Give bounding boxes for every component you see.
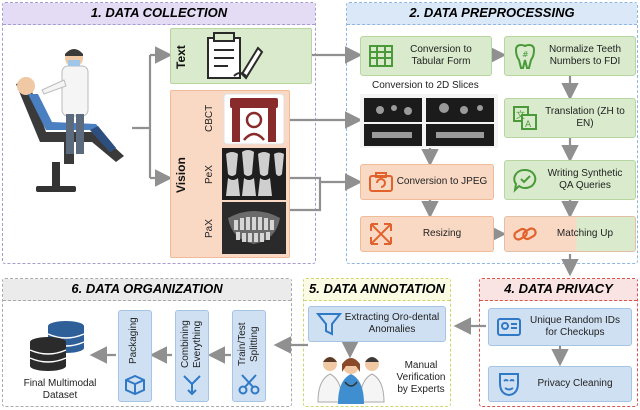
data-privacy-panel [479,278,638,407]
unique-ids-label: Unique Random IDs for Checkups [529,315,621,338]
link-icon [513,227,537,241]
data-preprocessing-panel [346,2,638,264]
slices-label: Conversion to 2D Slices [372,80,479,91]
package-box-icon [125,374,145,396]
data-organization-title: 6. DATA ORGANIZATION [3,279,291,301]
cbct-label: CBCT [204,104,215,132]
chat-icon [513,168,537,193]
packaging-label: Packaging [128,317,139,365]
jpeg-conversion-label: Conversion to JPEG [396,176,488,187]
normalize-fdi-step: # Normalize Teeth Numbers to FDI [504,36,636,76]
data-annotation-title: 5. DATA ANNOTATION [304,279,450,301]
synthetic-qa-step: Writing Synthetic QA Queries [504,160,636,200]
filter-icon [315,313,343,336]
svg-text:A: A [525,120,532,130]
extract-anomalies-label: Extracting Oro-dental Anomalies [344,312,440,335]
data-collection-panel [2,2,316,264]
extract-anomalies-step: Extracting Oro-dental Anomalies [308,306,446,342]
scissors-icon [238,374,260,395]
ct-slices-image [360,94,498,148]
matching-up-label: Matching Up [556,228,614,239]
resize-arrows-icon [370,223,392,245]
tooth-hash-icon: # [514,43,536,69]
normalize-fdi-label: Normalize Teeth Numbers to FDI [548,44,622,67]
pex-label: PeX [204,165,215,185]
translate-icon: 文 A [513,106,537,130]
mask-icon [499,373,519,397]
pax-xray-image [222,202,286,254]
matching-up-step: Matching Up [504,216,636,252]
text-label: Text [174,45,188,69]
combine-arrows-icon [183,375,201,396]
privacy-cleaning-label: Privacy Cleaning [537,378,613,389]
id-card-icon [497,318,521,336]
privacy-cleaning-step: Privacy Cleaning [488,366,632,402]
pex-xray-image [222,148,286,200]
unique-ids-step: Unique Random IDs for Checkups [488,308,632,346]
resizing-step: Resizing [360,216,494,252]
final-dataset-label: Final Multimodal Dataset [23,378,97,401]
tabular-form-label: Conversion to Tabular Form [410,44,472,67]
data-preprocessing-title: 2. DATA PREPROCESSING [347,3,637,25]
jpeg-conversion-step: Conversion to JPEG [360,164,494,200]
resizing-label: Resizing [422,228,462,239]
svg-text:#: # [522,50,529,59]
data-annotation-panel [303,278,451,407]
manual-verification-label: Manual Verification by Experts [396,360,446,395]
synthetic-qa-label: Writing Synthetic QA Queries [547,168,623,191]
train-test-split-step [232,310,266,402]
tabular-form-step: Conversion to Tabular Form [360,36,492,76]
translation-label: Translation (ZH to EN) [545,106,625,129]
data-collection-title: 1. DATA COLLECTION [3,3,315,25]
table-icon [369,45,393,67]
train-test-split-label: Train/Test Splitting [237,322,260,366]
document-pen-icon [207,32,264,80]
data-organization-panel [2,278,292,407]
experts-illustration [317,357,385,404]
pax-label: PaX [204,219,215,239]
dentist-chair-illustration [16,49,124,192]
vision-label: Vision [174,157,188,193]
camera-refresh-icon [369,172,393,192]
svg-text:文: 文 [516,109,525,121]
database-icon [29,321,85,371]
combining-label: Combining Everything [180,320,203,368]
data-privacy-title: 4. DATA PRIVACY [480,279,637,301]
translation-step: 文 A Translation (ZH to EN) [504,98,636,138]
cbct-scanner-icon [223,93,285,145]
